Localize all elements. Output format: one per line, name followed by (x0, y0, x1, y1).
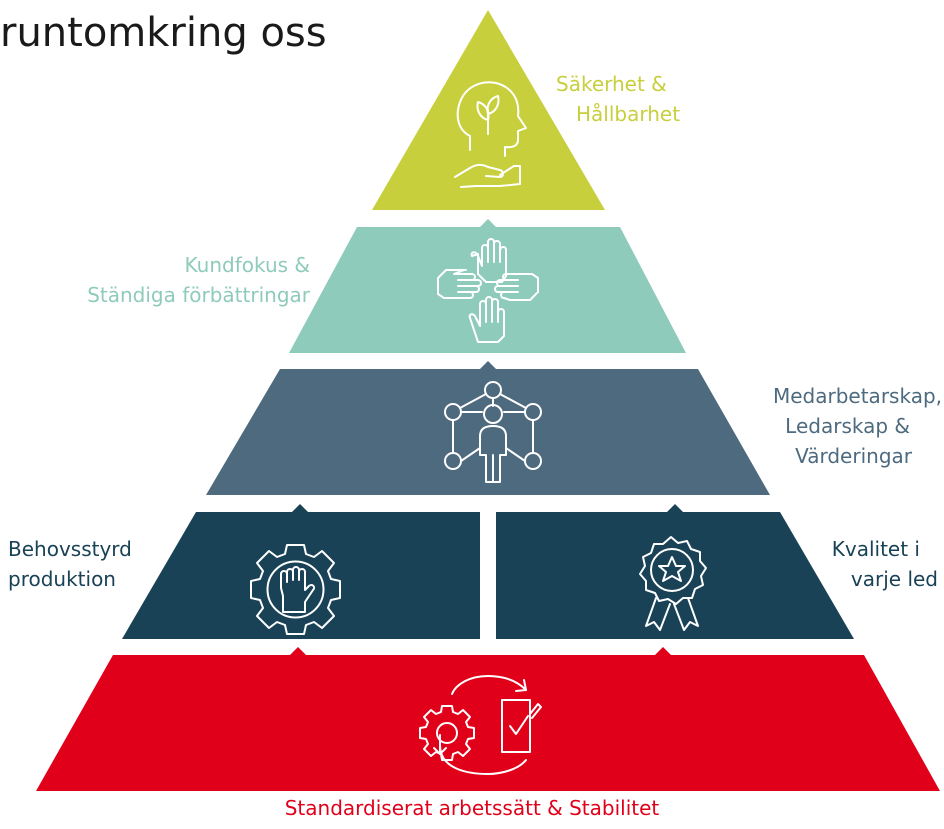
people-network-icon (444, 381, 542, 483)
pyramid-tier-base (36, 647, 940, 791)
label-line: Standardiserat arbetssätt & Stabilitet (284, 796, 660, 820)
label-line: Kundfokus & (184, 253, 310, 277)
four-hands-icon (437, 238, 539, 343)
award-badge-icon (639, 536, 707, 631)
label-standardiserat: Standardiserat arbetssätt & Stabilitet (172, 793, 772, 823)
label-line: Ständiga förbättringar (87, 283, 310, 307)
pyramid-tier-third (206, 361, 770, 495)
head-with-plant-icon (454, 81, 527, 188)
pyramid-tier-fourth-left (122, 504, 480, 639)
label-kundfokus: Kundfokus & Ständiga förbättringar (20, 250, 310, 310)
pyramid-tier-second (289, 219, 686, 353)
label-medarbetarskap: Medarbetarskap, Ledarskap & Värderingar (720, 381, 942, 471)
label-line: Värderingar (795, 444, 912, 468)
label-line: Säkerhet & (556, 72, 667, 96)
pyramid-tier-fourth-right (496, 504, 854, 639)
label-line: varje led (850, 567, 938, 591)
page-title: runtomkring oss (0, 10, 327, 56)
gear-cycle-document-icon (419, 675, 542, 775)
label-line: Ledarskap & (785, 414, 910, 438)
label-line: Hållbarhet (576, 102, 681, 126)
label-line: produktion (8, 567, 116, 591)
label-behovsstyrd: Behovsstyrd produktion (8, 534, 178, 594)
label-kvalitet: Kvalitet i varje led (780, 534, 938, 594)
label-line: Behovsstyrd (8, 537, 132, 561)
label-line: Medarbetarskap, (772, 384, 942, 408)
label-sakerhet-hallbarhet: Säkerhet & Hållbarhet (540, 69, 710, 129)
gear-fist-icon (250, 544, 341, 635)
label-line: Kvalitet i (831, 537, 920, 561)
